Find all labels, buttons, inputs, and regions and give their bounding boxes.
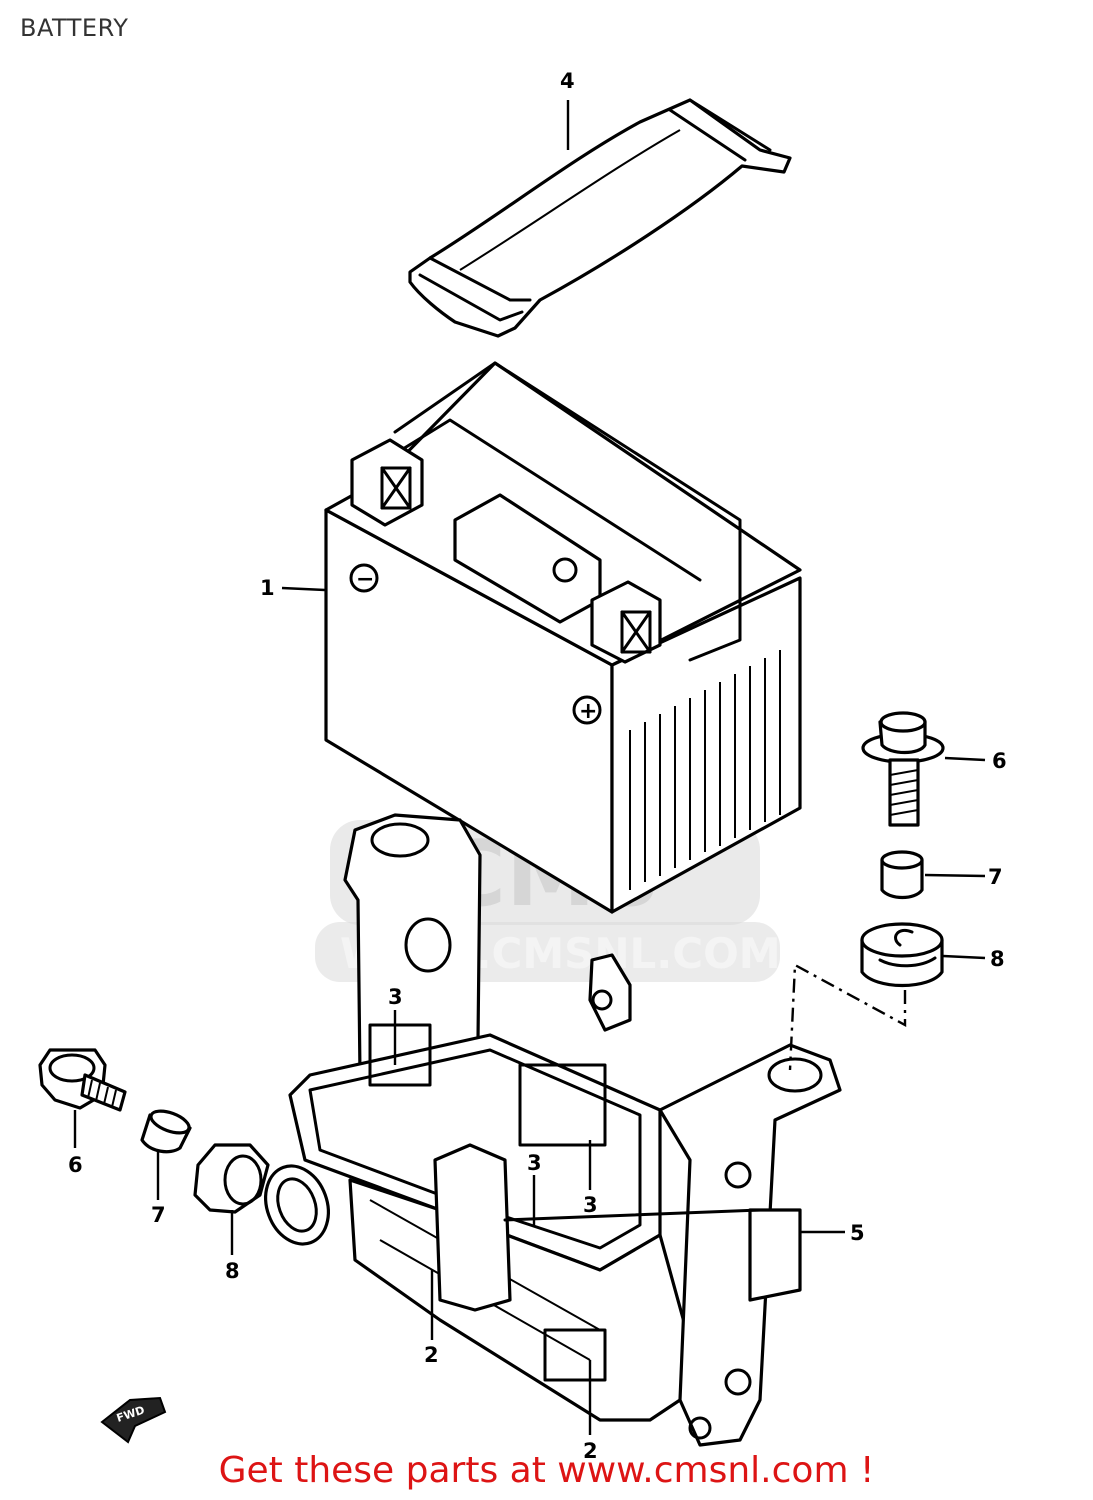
alignment-line — [788, 963, 907, 1071]
battery: − + — [324, 361, 802, 914]
callout-4: 4 — [560, 69, 575, 93]
collar-left — [140, 1109, 192, 1154]
callouts: 4 1 6 7 8 5 3 3 3 2 2 6 7 8 — [68, 69, 1007, 1463]
callout-2-a: 2 — [424, 1343, 439, 1367]
leader-lines — [73, 100, 986, 1435]
callout-3-c: 3 — [583, 1193, 598, 1217]
footer-parts-link[interactable]: Get these parts at www.cmsnl.com ! — [218, 1450, 875, 1491]
callout-1: 1 — [260, 576, 275, 600]
callout-6-left: 6 — [68, 1153, 83, 1177]
page-title: BATTERY — [20, 14, 129, 42]
grommet-left — [193, 1143, 270, 1214]
grommet-right — [860, 922, 944, 988]
battery-strap — [408, 98, 792, 338]
collar-right — [880, 850, 924, 900]
callout-2-b: 2 — [583, 1439, 598, 1463]
callout-7-right: 7 — [988, 865, 1003, 889]
negative-terminal-mark — [349, 563, 379, 593]
bolt-left — [38, 1048, 127, 1112]
positive-terminal-mark — [572, 695, 602, 725]
fwd-arrow-icon: FWD — [100, 1396, 167, 1444]
negative-terminal-symbol: − — [356, 567, 374, 592]
callout-3-b: 3 — [527, 1151, 542, 1175]
callout-3-a: 3 — [388, 985, 403, 1009]
callout-5: 5 — [850, 1221, 865, 1245]
battery-holder-tray — [264, 813, 842, 1447]
callout-8-right: 8 — [990, 947, 1005, 971]
callout-6-right: 6 — [992, 749, 1007, 773]
callout-7-left: 7 — [151, 1203, 166, 1227]
bolt-right — [861, 711, 945, 827]
positive-terminal-symbol: + — [579, 699, 597, 724]
callout-8-left: 8 — [225, 1259, 240, 1283]
